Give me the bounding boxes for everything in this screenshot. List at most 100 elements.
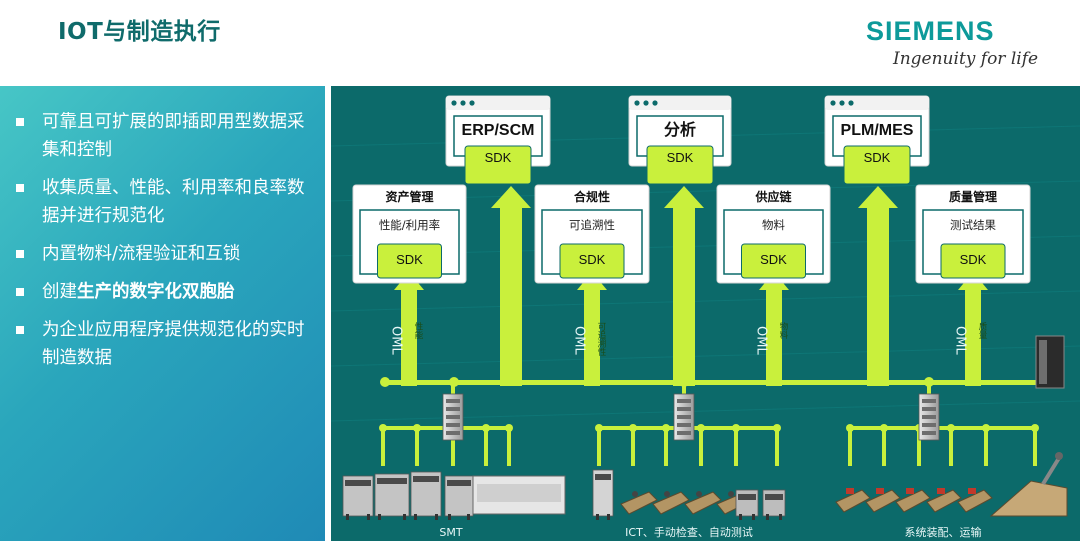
machine-body — [735, 489, 759, 517]
large-arrow — [491, 186, 531, 386]
window-dot-icon — [451, 100, 457, 106]
zone-node — [505, 424, 513, 432]
arrow-shaft — [500, 206, 522, 386]
test-station — [735, 489, 759, 520]
device-slot — [922, 431, 936, 435]
device-slot — [922, 423, 936, 427]
zone-node — [880, 424, 888, 432]
machine-leg — [752, 514, 755, 520]
machine-top — [738, 494, 756, 500]
mid-app-subtitle: 性能/利用率 — [379, 218, 440, 232]
zone-node — [846, 424, 854, 432]
window-dot-icon — [643, 100, 649, 106]
assembly-part — [968, 488, 976, 494]
zone-drop — [597, 426, 601, 466]
sdk-label: SDK — [485, 150, 512, 165]
zone-drop — [949, 426, 953, 466]
machine-leg — [766, 514, 769, 520]
top-app-title: 分析 — [664, 120, 696, 139]
device-slot — [677, 399, 691, 403]
zone-label: 系统装配、运输 — [905, 525, 982, 539]
bullet-square-icon — [16, 118, 24, 126]
bullet-square-icon — [16, 326, 24, 334]
gateway-device — [673, 393, 695, 441]
test-machine — [592, 469, 614, 520]
machine-leg — [448, 514, 451, 520]
zone-node — [697, 424, 705, 432]
machine-top — [345, 480, 371, 486]
zone-drop — [882, 426, 886, 466]
arrow-shaft — [867, 206, 889, 386]
sdk-block — [377, 243, 442, 279]
sdk-block — [559, 243, 625, 279]
zone-drop — [734, 426, 738, 466]
bullet-square-icon — [16, 250, 24, 258]
bus-node — [679, 377, 689, 387]
bullet-panel: 可靠且可扩展的即插即用型数据采集和控制 收集质量、性能、利用率和良率数据并进行规… — [0, 86, 325, 541]
top-app-title: PLM/MES — [841, 122, 914, 139]
device-slot — [677, 423, 691, 427]
robot-joint — [1055, 452, 1063, 460]
mid-app-title: 供应链 — [754, 189, 792, 204]
device-slot — [677, 431, 691, 435]
arrow-shaft — [401, 288, 417, 386]
sdk-label: SDK — [667, 150, 694, 165]
mid-app-title: 质量管理 — [949, 189, 997, 204]
zone-drop — [381, 426, 385, 466]
bullet-square-icon — [16, 288, 24, 296]
zone-node — [662, 424, 670, 432]
workbench — [652, 491, 690, 515]
window-dot-icon — [634, 100, 640, 106]
main-bus — [383, 380, 1051, 385]
background-line — [331, 345, 1080, 367]
robot-arm — [1041, 456, 1061, 486]
zone-bus — [848, 426, 1037, 430]
machine-top — [413, 476, 439, 482]
brand-tagline: Ingenuity for life — [893, 49, 1039, 69]
zone-drop — [451, 426, 455, 466]
oml-label: OML — [572, 326, 587, 355]
smt-machine — [410, 471, 442, 520]
server-panel — [1039, 340, 1047, 384]
operator-icon — [696, 491, 702, 497]
zone-node — [595, 424, 603, 432]
machine-leg — [739, 514, 742, 520]
sdk-block — [464, 145, 532, 185]
workbench — [620, 491, 658, 515]
arrow-data-label: 质量 — [977, 321, 987, 339]
zone-node — [982, 424, 990, 432]
zone-drop — [631, 426, 635, 466]
siemens-logo: SIEMENS — [866, 16, 995, 46]
zone-drop — [484, 426, 488, 466]
zone-drop — [507, 426, 511, 466]
machine-leg — [467, 514, 470, 520]
bullet-emphasis: 生产的数字化双胞胎 — [77, 282, 235, 302]
machine-leg — [346, 514, 349, 520]
window-titlebar — [825, 96, 929, 110]
machine-top — [377, 478, 407, 484]
machine-leg — [367, 514, 370, 520]
zone-drop — [415, 426, 419, 466]
machine-body — [762, 489, 786, 517]
machine-leg — [596, 514, 599, 520]
window-dot-icon — [469, 100, 475, 106]
mid-app-subtitle: 物料 — [762, 218, 785, 232]
zone-drop — [848, 426, 852, 466]
sdk-label: SDK — [396, 252, 423, 267]
device-slot — [446, 399, 460, 403]
page-title: IOT与制造执行 — [58, 19, 221, 45]
background-line — [331, 290, 1080, 312]
smt-machine — [444, 475, 474, 520]
window-titlebar — [629, 96, 731, 110]
zone-drop — [1033, 426, 1037, 466]
zone-drop — [699, 426, 703, 466]
bullet-square-icon — [16, 184, 24, 192]
large-arrow — [664, 186, 704, 386]
bus-node — [924, 377, 934, 387]
window-dot-icon — [460, 100, 466, 106]
machine-leg — [378, 514, 381, 520]
bullet-item: 创建生产的数字化双胞胎 — [16, 278, 316, 306]
machine-leg — [779, 514, 782, 520]
window-dot-icon — [652, 100, 658, 106]
